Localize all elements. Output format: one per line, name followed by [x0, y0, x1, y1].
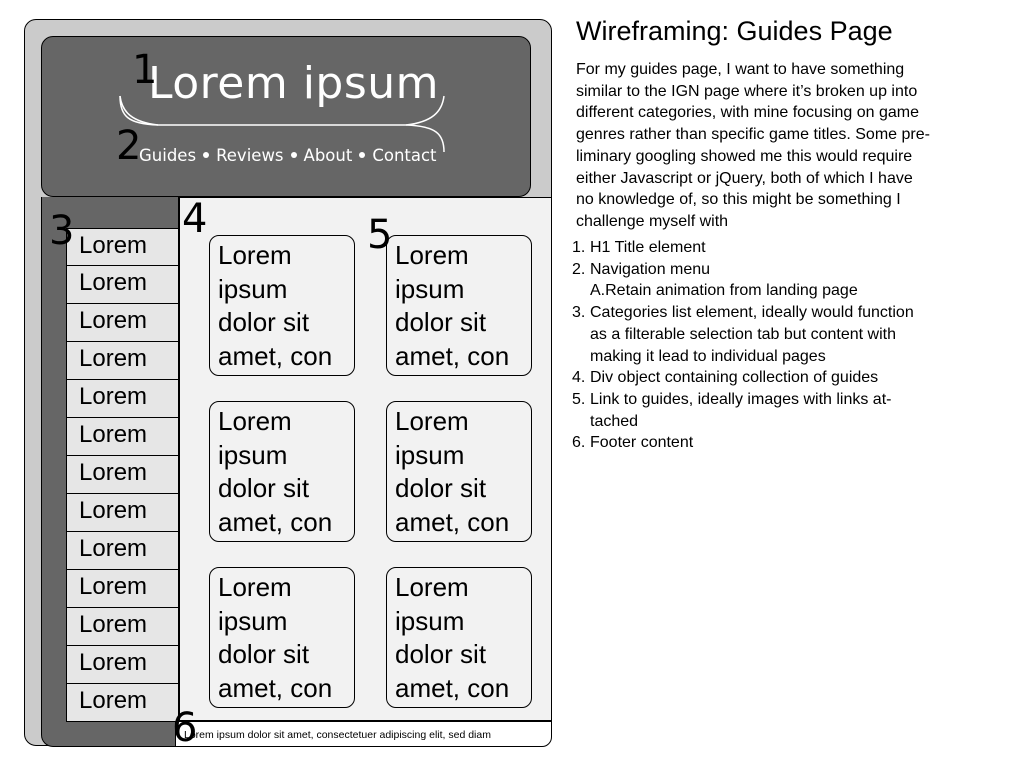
nav-separator-dot — [203, 152, 210, 158]
guide-card-line: dolor sit — [395, 639, 487, 669]
guide-card[interactable]: Lorem ipsum dolor sit amet, con — [386, 567, 532, 708]
description-paragraph: For my guides page, I want to have somet… — [576, 59, 956, 233]
requirement-number: 5. — [572, 390, 586, 408]
annotation-marker-3: 3 — [49, 208, 75, 254]
guide-card-line: ipsum — [218, 439, 288, 470]
guide-card[interactable]: Lorem ipsum dolor sit amet, con — [209, 567, 355, 708]
nav-separator-dot — [290, 152, 297, 158]
nav-item-about[interactable]: About — [303, 146, 353, 165]
requirement-item: 2.Navigation menu A.Retain animation fro… — [572, 259, 962, 302]
category-item[interactable]: Lorem — [66, 342, 179, 380]
paragraph-line: genres rather than specific game titles.… — [576, 126, 930, 144]
guide-card[interactable]: Lorem ipsum dolor sit amet, con — [209, 235, 355, 376]
annotation-marker-5: 5 — [367, 212, 393, 258]
guide-card-line: ipsum — [218, 605, 288, 636]
requirement-item: 5.Link to guides, ideally images with li… — [572, 389, 962, 432]
guide-card-line: amet, con — [218, 506, 333, 537]
requirement-text: Categories list element, ideally would f… — [590, 304, 914, 322]
guide-card-line: dolor sit — [218, 639, 310, 669]
category-item[interactable]: Lorem — [66, 228, 179, 266]
annotation-marker-4: 4 — [182, 196, 208, 242]
guide-card-line: Lorem — [218, 240, 292, 270]
footer-block: Lorem ipsum dolor sit amet, consectetuer… — [175, 721, 552, 747]
category-item[interactable]: Lorem — [66, 684, 179, 722]
category-item[interactable]: Lorem — [66, 532, 179, 570]
guide-card[interactable]: Lorem ipsum dolor sit amet, con — [209, 401, 355, 542]
requirement-number: 6. — [572, 434, 586, 452]
requirement-number: 4. — [572, 369, 586, 387]
guide-card-line: dolor sit — [218, 473, 310, 503]
nav-item-guides[interactable]: Guides — [139, 146, 197, 165]
paragraph-line: no knowledge of, so this might be someth… — [576, 191, 901, 209]
requirement-text: Navigation menu — [590, 260, 711, 278]
paragraph-line: liminary googling showed me this would r… — [576, 147, 913, 165]
nav-item-contact[interactable]: Contact — [372, 146, 437, 165]
category-item[interactable]: Lorem — [66, 266, 179, 304]
guide-card-line: ipsum — [395, 439, 465, 470]
requirement-item: 1.H1 Title element — [572, 237, 962, 259]
paragraph-line: different categories, with mine focusing… — [576, 104, 920, 122]
category-list: Lorem Lorem Lorem Lorem Lorem Lorem Lore… — [66, 228, 179, 722]
requirement-text: Link to guides, ideally images with link… — [590, 390, 892, 408]
requirements-list: 1.H1 Title element 2.Navigation menu A.R… — [572, 237, 962, 454]
requirement-item: 3.Categories list element, ideally would… — [572, 302, 962, 367]
requirement-text: Footer content — [590, 434, 694, 452]
category-item[interactable]: Lorem — [66, 570, 179, 608]
requirement-text: Div object containing collection of guid… — [590, 369, 879, 387]
header-block — [41, 36, 531, 197]
guide-card-line: Lorem — [395, 572, 469, 602]
category-item[interactable]: Lorem — [66, 608, 179, 646]
paragraph-line: For my guides page, I want to have somet… — [576, 61, 905, 78]
category-item[interactable]: Lorem — [66, 304, 179, 342]
guide-card[interactable]: Lorem ipsum dolor sit amet, con — [386, 235, 532, 376]
site-title: Lorem ipsum — [148, 58, 440, 109]
requirement-number: 1. — [572, 239, 586, 256]
paragraph-line: either Javascript or jQuery, both of whi… — [576, 169, 913, 187]
paragraph-line: challenge myself with — [576, 212, 729, 230]
annotation-marker-2: 2 — [116, 123, 142, 169]
guide-card-line: Lorem — [395, 240, 469, 270]
category-item[interactable]: Lorem — [66, 380, 179, 418]
requirement-text: making it lead to individual pages — [590, 347, 826, 365]
guide-card-line: dolor sit — [218, 307, 310, 337]
requirement-text: H1 Title element — [590, 239, 706, 256]
guide-card-line: ipsum — [395, 605, 465, 636]
requirement-text: as a filterable selection tab but conten… — [590, 325, 896, 343]
category-item[interactable]: Lorem — [66, 646, 179, 684]
guide-card-line: ipsum — [395, 273, 465, 304]
guide-card-line: dolor sit — [395, 307, 487, 337]
guide-card-line: Lorem — [395, 406, 469, 436]
guide-card-line: Lorem — [218, 572, 292, 602]
requirement-item: 4.Div object containing collection of gu… — [572, 367, 962, 389]
category-item[interactable]: Lorem — [66, 494, 179, 532]
requirement-item: 6.Footer content — [572, 432, 962, 454]
guide-card-line: amet, con — [218, 672, 333, 703]
guide-card[interactable]: Lorem ipsum dolor sit amet, con — [386, 401, 532, 542]
paragraph-line: similar to the IGN page where it’s broke… — [576, 82, 918, 100]
category-item[interactable]: Lorem — [66, 418, 179, 456]
header-brace-line — [119, 95, 445, 153]
guide-card-line: amet, con — [395, 672, 510, 703]
requirement-number: 3. — [572, 304, 586, 322]
nav-separator-dot — [359, 152, 366, 158]
description-title: Wireframing: Guides Page — [576, 16, 893, 46]
guide-card-line: amet, con — [395, 506, 510, 537]
guide-card-line: dolor sit — [395, 473, 487, 503]
nav-item-reviews[interactable]: Reviews — [216, 146, 284, 165]
guide-card-line: amet, con — [218, 340, 333, 371]
navigation-menu: Guides Reviews About Contact — [139, 146, 437, 165]
annotation-marker-6: 6 — [172, 705, 198, 751]
guide-card-line: amet, con — [395, 340, 510, 371]
category-item[interactable]: Lorem — [66, 456, 179, 494]
guide-card-line: ipsum — [218, 273, 288, 304]
annotation-marker-1: 1 — [132, 47, 158, 93]
requirement-number: 2. — [572, 260, 586, 278]
guide-card-line: Lorem — [218, 406, 292, 436]
requirement-text: tached — [590, 412, 639, 430]
requirement-text: A.Retain animation from landing page — [590, 282, 858, 300]
